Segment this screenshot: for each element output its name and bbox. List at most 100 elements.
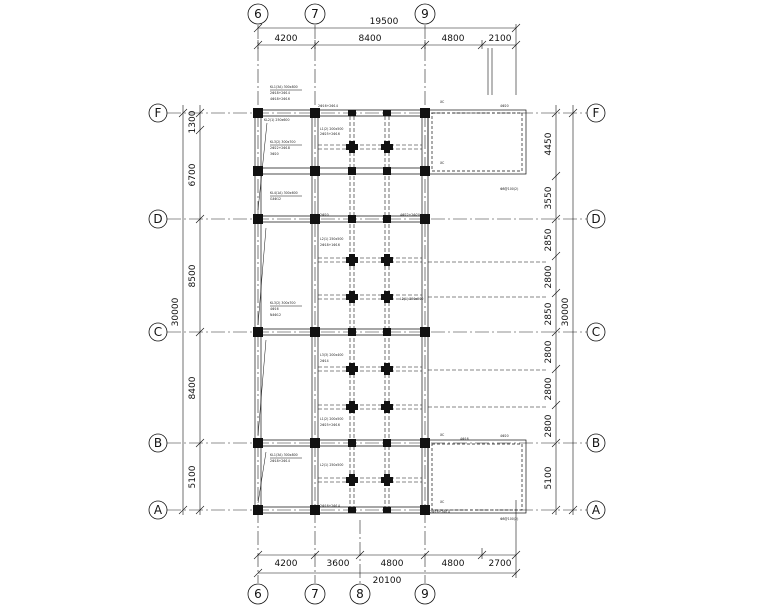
axis-label: 9 [421, 7, 429, 21]
beam-intersections [346, 141, 393, 486]
axis-bubble-bottom-6: 6 [247, 583, 269, 605]
axis-bubble-bottom-8: 8 [349, 583, 371, 605]
dim-right-4: 2800 [544, 265, 554, 288]
column [253, 327, 263, 337]
dimension-top [253, 23, 521, 95]
annotation: 2Φ16+2Φ14 [318, 104, 338, 108]
column [310, 214, 320, 224]
dim-top-3: 4800 [442, 34, 465, 44]
annotation: 4Φ22+2Φ20 [400, 213, 420, 217]
axis-label: 7 [311, 7, 319, 21]
column [253, 108, 263, 118]
annotation: 4Φ16 [270, 307, 279, 311]
annotation: G4Φ12 [270, 197, 281, 201]
column [253, 505, 263, 515]
column [420, 505, 430, 515]
axis-bubble-right-B: B [586, 433, 606, 453]
dim-left-1: 1300 [188, 110, 198, 133]
column-small [348, 110, 356, 116]
column [420, 327, 430, 337]
dim-bottom-5: 2700 [489, 559, 512, 569]
axis-bubble-right-D: D [586, 209, 606, 229]
annotation: KL4(1A) 300x600 [270, 191, 298, 195]
dim-bottom-3: 4800 [381, 559, 404, 569]
annotation: 4Φ16 [460, 437, 469, 441]
annotations: KL1(3A) 300x800 2Φ18+2Φ14 4Φ18+2Φ16 KL2(… [264, 85, 518, 521]
axis-label: A [154, 503, 163, 517]
axis-bubbles-top: 6 7 9 [247, 3, 436, 25]
axis-bubble-left-D: D [148, 209, 168, 229]
axis-bubble-top-7: 7 [304, 3, 326, 25]
column [310, 166, 320, 176]
annotation: 2Φ14 [320, 359, 329, 363]
column [420, 108, 430, 118]
annotation: XC [440, 100, 445, 104]
annotation: KL3(2) 300x700 [270, 140, 295, 144]
axis-label: 6 [254, 7, 262, 21]
axis-bubble-left-F: F [148, 103, 168, 123]
annotation: XC [440, 161, 445, 165]
axis-label: 6 [254, 587, 262, 601]
dim-left-overall: 30000 [171, 297, 181, 326]
cantilever-boxes [427, 109, 527, 514]
dim-top-overall: 19500 [370, 17, 399, 27]
annotation: L2(1) 250x500 [320, 463, 343, 467]
annotation: KL1(3A) 300x800 [270, 453, 298, 457]
dim-top-4: 2100 [489, 34, 512, 44]
annotation: L2(1) 250x500 [400, 297, 423, 301]
column [310, 108, 320, 118]
annotation: 2Φ22+2Φ18 [270, 146, 290, 150]
axis-bubble-right-C: C [586, 322, 606, 342]
annotation: 2Φ20 [320, 213, 329, 217]
axis-label: 9 [421, 587, 429, 601]
dim-top-1: 4200 [275, 34, 298, 44]
annotation: 2Φ25+2Φ16 [320, 132, 340, 136]
annotation: L3(3) 200x400 [320, 353, 343, 357]
axis-bubble-left-A: A [148, 500, 168, 520]
dim-left-2: 6700 [188, 163, 198, 186]
axis-label: 8 [356, 587, 364, 601]
column-small [383, 110, 391, 116]
column [420, 166, 430, 176]
annotation: 3Φ20 [270, 152, 279, 156]
axis-bubbles-left: F D C B A [148, 103, 168, 520]
axis-bubble-top-6: 6 [247, 3, 269, 25]
column [420, 214, 430, 224]
leader-lines [257, 89, 302, 504]
annotation: 2Φ18+1Φ16 [320, 243, 340, 247]
column-small [383, 507, 391, 513]
column-small [348, 507, 356, 513]
axis-label: D [153, 212, 162, 226]
dim-bottom-4: 4800 [442, 559, 465, 569]
axis-bubble-left-B: B [148, 433, 168, 453]
column [420, 438, 430, 448]
dim-right-5: 2850 [544, 302, 554, 325]
annotation: 4Φ20 [500, 434, 509, 438]
axis-label: C [154, 325, 162, 339]
annotation: XC [440, 433, 445, 437]
column [253, 214, 263, 224]
axis-label: A [592, 503, 601, 517]
annotation: XC [440, 500, 445, 504]
axis-bubbles-bottom: 6 7 8 9 [247, 583, 436, 605]
dim-right-2: 3550 [544, 186, 554, 209]
dimension-bottom [253, 500, 521, 578]
axis-label: F [155, 106, 162, 120]
annotation: KL1(3A) 300x800 [270, 85, 298, 89]
grid-lines [167, 25, 593, 583]
annotation: KL3(2) 300x700 [270, 301, 295, 305]
axis-bubble-bottom-7: 7 [304, 583, 326, 605]
dim-right-6: 2800 [544, 340, 554, 363]
dim-bottom-2: 3600 [327, 559, 350, 569]
annotation: 2Φ16+2Φ14 [320, 504, 340, 508]
annotation: 4Φ20 [500, 104, 509, 108]
column [253, 438, 263, 448]
annotation: KL2(1) 250x600 [264, 118, 289, 122]
column [310, 327, 320, 337]
dim-left-4: 8400 [188, 376, 198, 399]
annotation: L2(1) 250x500 [320, 237, 343, 241]
dim-left-5: 5100 [188, 465, 198, 488]
dim-right-1: 4450 [544, 132, 554, 155]
dim-bottom-overall: 20100 [373, 576, 402, 586]
